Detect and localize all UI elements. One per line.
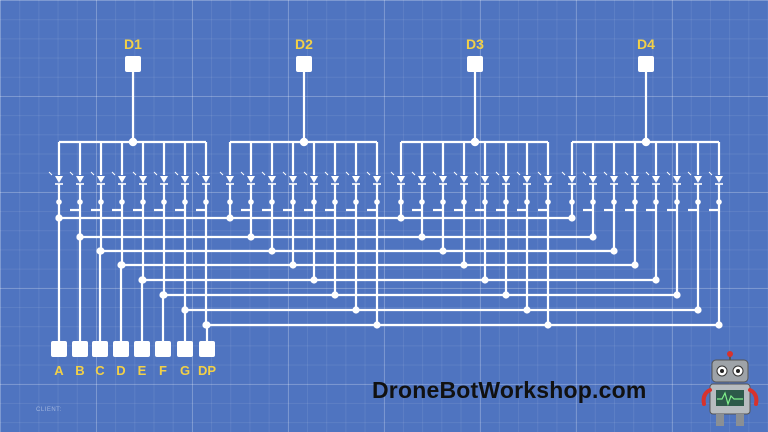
led-symbol [631,176,639,183]
led-arrow [195,171,200,176]
terminal-pads [51,56,654,357]
led-arrow [324,171,329,176]
led-symbol [76,176,84,183]
robot-mascot-icon [701,351,759,426]
segment-pad [155,341,171,357]
led-symbol [694,176,702,183]
led-arrow [132,171,137,176]
digit-label: D4 [637,36,655,52]
wiring [48,72,723,342]
led-arrow [411,171,416,176]
led-arrow [366,171,371,176]
segment-label: E [138,363,147,378]
led-symbol [202,176,210,183]
led-symbol [160,176,168,183]
led-arrow [174,171,179,176]
led-symbol [97,176,105,183]
digit-label: D2 [295,36,313,52]
led-symbol [139,176,147,183]
led-symbol [397,176,405,183]
digit-pad [296,56,312,72]
client-label: CLIENT: [36,407,62,413]
led-arrow [603,171,608,176]
led-arrow [219,171,224,176]
led-arrow [48,171,53,176]
digit-label: D3 [466,36,484,52]
led-symbol [118,176,126,183]
led-symbol [715,176,723,183]
led-arrow [69,171,74,176]
led-symbol [610,176,618,183]
segment-label: F [159,363,167,378]
led-arrow [261,171,266,176]
led-arrow [495,171,500,176]
led-arrow [582,171,587,176]
led-arrow [516,171,521,176]
site-brand-text: DroneBotWorkshop.com [372,377,647,403]
segment-label: B [75,363,84,378]
segment-pad [92,341,108,357]
led-symbol [310,176,318,183]
led-symbol [439,176,447,183]
led-symbol [568,176,576,183]
led-arrow [240,171,245,176]
led-symbol [268,176,276,183]
segment-label: G [180,363,190,378]
segment-label: D [116,363,125,378]
led-symbol [181,176,189,183]
led-arrow [561,171,566,176]
digit-pad [638,56,654,72]
digit-pad [125,56,141,72]
led-arrow [708,171,713,176]
led-arrow [537,171,542,176]
segment-label: A [54,363,64,378]
led-symbol [247,176,255,183]
led-symbol [502,176,510,183]
led-symbol [352,176,360,183]
led-symbol [673,176,681,183]
led-symbol [589,176,597,183]
led-arrow [111,171,116,176]
led-symbol [331,176,339,183]
segment-pad [113,341,129,357]
led-arrow [345,171,350,176]
segment-label: C [95,363,105,378]
led-symbol [652,176,660,183]
led-symbol [481,176,489,183]
digit-label: D1 [124,36,142,52]
led-symbol [55,176,63,183]
segment-pad [51,341,67,357]
digit-pad [467,56,483,72]
led-symbol [226,176,234,183]
led-symbol [460,176,468,183]
led-arrow [687,171,692,176]
led-arrow [432,171,437,176]
led-arrow [474,171,479,176]
led-symbol [289,176,297,183]
led-symbol [523,176,531,183]
led-arrow [453,171,458,176]
led-arrow [666,171,671,176]
led-arrow [282,171,287,176]
led-arrow [90,171,95,176]
led-symbol [373,176,381,183]
led-arrow [390,171,395,176]
led-arrow [624,171,629,176]
segment-pad [72,341,88,357]
led-symbol [418,176,426,183]
led-symbol [544,176,552,183]
led-arrow [303,171,308,176]
led-arrow [153,171,158,176]
segment-pad [177,341,193,357]
led-arrow [645,171,650,176]
segment-label: DP [198,363,216,378]
segment-pad [134,341,150,357]
segment-pad [199,341,215,357]
